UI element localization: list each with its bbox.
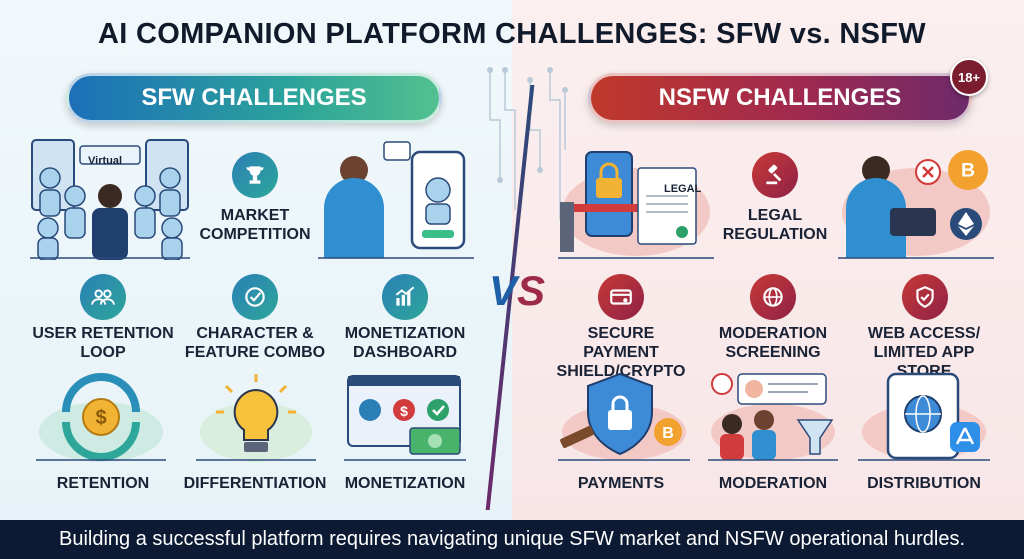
moderation-screening-label: MODERATION SCREENING — [718, 325, 828, 361]
differentiation-label: DIFFERENTIATION — [183, 475, 327, 492]
age-restriction-badge: 18+ — [950, 58, 988, 96]
svg-text:B: B — [662, 425, 674, 442]
globe-icon — [750, 274, 796, 320]
retention-label: RETENTION — [56, 475, 150, 492]
monetization-label: MONETIZATION — [344, 475, 466, 492]
nsfw-header-label: NSFW CHALLENGES — [658, 84, 902, 111]
nsfw-challenges-header: NSFW CHALLENGES — [588, 73, 972, 123]
footer-banner: Building a successful platform requires … — [0, 520, 1024, 559]
retention-illustration: $ — [36, 372, 166, 462]
sfw-header-label: SFW CHALLENGES — [141, 84, 367, 111]
target-icon — [232, 274, 278, 320]
trophy-icon — [232, 152, 278, 198]
virtual-sign: Virtual — [88, 155, 123, 167]
monetization-dashboard-illustration: $ — [344, 372, 466, 462]
shield-check-icon — [902, 274, 948, 320]
market-competition-label: MARKET COMPETITION — [199, 207, 311, 243]
moderation-label: MODERATION — [718, 475, 828, 492]
legal-lock-illustration — [558, 138, 714, 260]
sfw-challenges-header: SFW CHALLENGES — [66, 73, 442, 123]
gavel-icon — [752, 152, 798, 198]
person-card-crypto-illustration — [838, 138, 994, 260]
monetization-dashboard-label: MONETIZATION DASHBOARD — [344, 325, 466, 361]
legal-regulation-label: LEGAL REGULATION — [722, 207, 828, 243]
user-retention-loop-label: USER RETENTION LOOP — [32, 325, 174, 361]
lightbulb-icon — [196, 372, 316, 462]
distribution-label: DISTRIBUTION — [867, 475, 981, 492]
page-title: AI COMPANION PLATFORM CHALLENGES: SFW vs… — [98, 18, 926, 50]
moderation-people-illustration — [708, 370, 838, 462]
svg-text:$: $ — [95, 407, 106, 429]
payments-shield-illustration: B — [558, 370, 690, 462]
payments-label: PAYMENTS — [577, 475, 665, 492]
legal-document-heading: LEGAL — [664, 183, 702, 195]
robots-crowd-illustration — [30, 138, 190, 260]
character-feature-combo-label: CHARACTER & FEATURE COMBO — [184, 325, 326, 361]
payment-card-icon — [598, 274, 644, 320]
svg-text:B: B — [961, 160, 975, 182]
tablet-globe-illustration — [858, 370, 990, 462]
vs-s: S — [517, 267, 546, 314]
circuit-decoration — [487, 67, 568, 220]
person-phone-robot-illustration — [318, 138, 474, 260]
svg-text:$: $ — [400, 403, 408, 419]
chart-icon — [382, 274, 428, 320]
footer-text: Building a successful platform requires … — [59, 528, 965, 550]
group-icon — [80, 274, 126, 320]
secure-payment-label: SECURE PAYMENT SHIELD/CRYPTO — [556, 325, 686, 380]
vs-v: V — [488, 267, 517, 314]
bitcoin-icon: B — [948, 150, 988, 190]
